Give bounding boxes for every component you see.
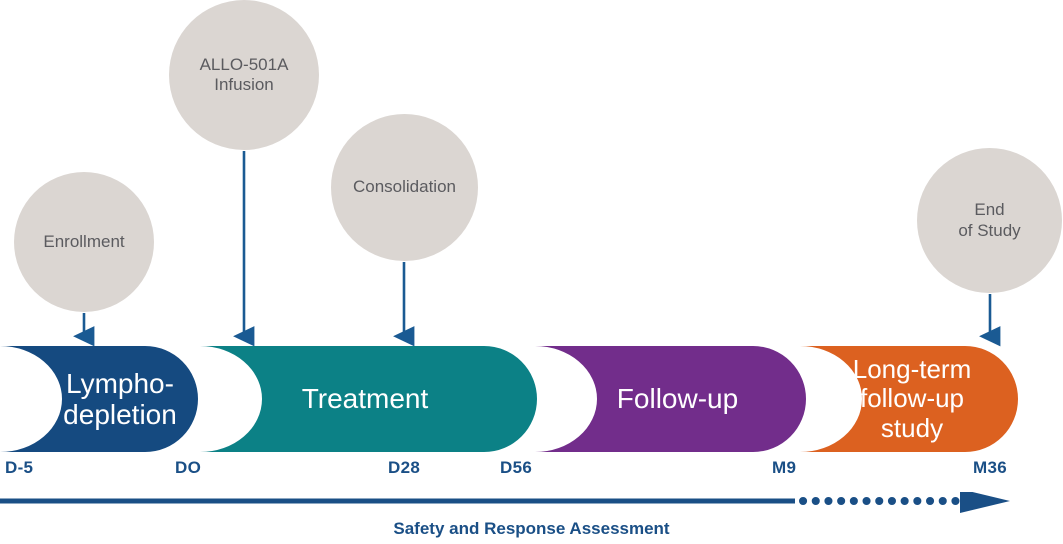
phase-label-followup: Follow-up bbox=[616, 383, 739, 415]
phase-bar-treatment[interactable] bbox=[200, 346, 537, 452]
tick-label-d-5: D-5 bbox=[5, 458, 34, 477]
phase-bar-followup[interactable] bbox=[535, 346, 806, 452]
phase-label-lymphodepletion: Lympho- depletion bbox=[63, 367, 177, 430]
phase-bar-lymphodepletion[interactable] bbox=[0, 346, 198, 452]
phase-label-treatment: Treatment bbox=[301, 383, 429, 415]
phase-bar-group bbox=[0, 346, 1018, 452]
phase-label-long-term-followup: Long-term follow-up study bbox=[852, 354, 972, 443]
axis-arrowhead-icon bbox=[960, 492, 1010, 513]
phase-bar-long-term-followup[interactable] bbox=[800, 346, 1018, 452]
tick-label-d28: D28 bbox=[388, 458, 421, 477]
tick-label-m36: M36 bbox=[973, 458, 1007, 477]
tick-label-d0: DO bbox=[175, 458, 202, 477]
safety-response-assessment-label: Safety and Response Assessment bbox=[393, 519, 670, 538]
bubble-consolidation[interactable]: Consolidation bbox=[331, 114, 478, 261]
bubble-end-of-study[interactable]: End of Study bbox=[917, 148, 1062, 293]
tick-label-m9: M9 bbox=[772, 458, 797, 477]
tick-label-d56: D56 bbox=[500, 458, 533, 477]
bubble-enrollment[interactable]: Enrollment bbox=[14, 172, 154, 312]
bubble-allo-501a-infusion[interactable]: ALLO-501A Infusion bbox=[169, 0, 319, 150]
timeline-axis bbox=[0, 492, 1010, 513]
